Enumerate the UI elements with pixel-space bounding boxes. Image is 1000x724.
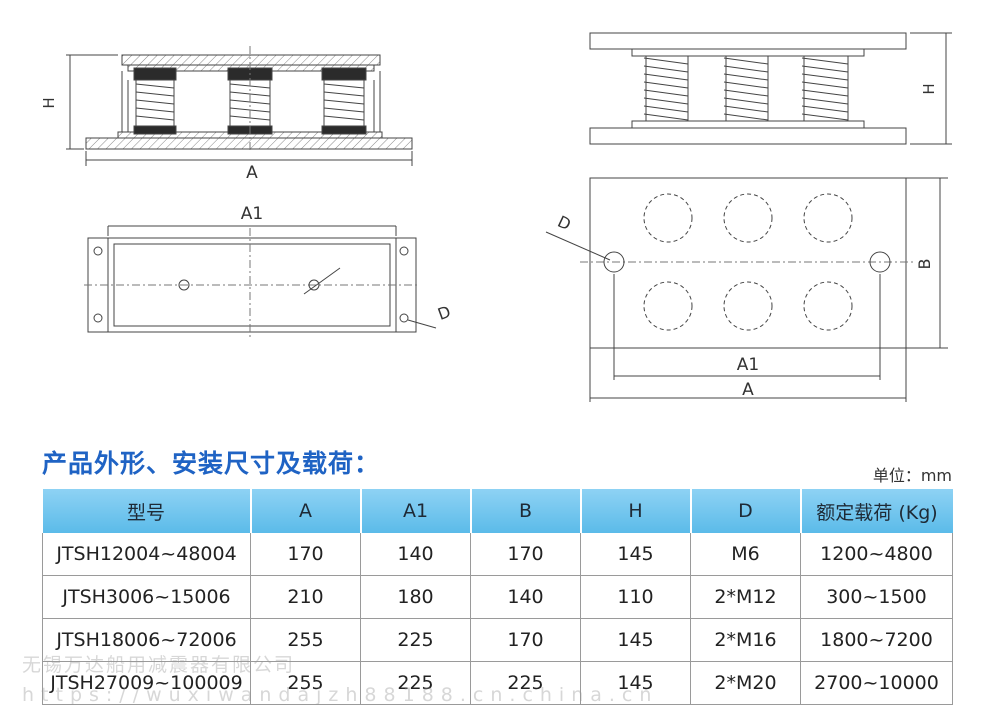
label-h-2: H — [920, 83, 938, 94]
table-row: JTSH3006~15006 210 180 140 110 2*M12 300… — [42, 575, 953, 619]
header-d: D — [690, 489, 802, 533]
cell-rated-load: 1200~4800 — [800, 533, 953, 576]
header-b: B — [470, 489, 582, 533]
header-h: H — [580, 489, 692, 533]
cell-b: 225 — [470, 661, 581, 705]
top-plan-drawing — [545, 177, 948, 402]
header-a1: A1 — [360, 489, 472, 533]
header-rated-load: 额定载荷 (Kg) — [800, 489, 953, 533]
label-d-2: D — [555, 212, 574, 234]
cell-a: 210 — [250, 575, 361, 619]
side-elevation-drawing — [589, 32, 952, 145]
cell-rated-load: 1800~7200 — [800, 618, 953, 662]
unit-note: 单位：mm — [872, 466, 952, 485]
table-row: JTSH18006~72006 255 225 170 145 2*M16 18… — [42, 618, 953, 662]
cell-a1: 180 — [360, 575, 471, 619]
elevation-spring-1 — [643, 56, 689, 121]
cell-a1: 225 — [360, 618, 471, 662]
label-a1-1: A1 — [241, 204, 263, 224]
cell-h: 145 — [580, 661, 691, 705]
cell-d: M6 — [690, 533, 801, 576]
cell-h: 145 — [580, 618, 691, 662]
cell-b: 170 — [470, 533, 581, 576]
label-h-1: H — [40, 97, 58, 108]
cell-d: 2*M16 — [690, 618, 801, 662]
label-b: B — [915, 259, 934, 270]
technical-drawings: H A H — [40, 32, 952, 402]
label-a1-2: A1 — [737, 355, 759, 375]
label-a-1: A — [246, 163, 258, 183]
header-model: 型号 — [42, 489, 252, 533]
cell-rated-load: 2700~10000 — [800, 661, 953, 705]
front-section-drawing — [66, 46, 413, 166]
label-d-1: D — [435, 302, 453, 324]
cell-d: 2*M20 — [690, 661, 801, 705]
cell-a1: 140 — [360, 533, 471, 576]
elevation-spring-3 — [801, 56, 849, 121]
base-plan-drawing — [84, 225, 437, 338]
section-title: 产品外形、安装尺寸及载荷： — [42, 449, 381, 478]
cell-a1: 225 — [360, 661, 471, 705]
cell-a: 255 — [250, 618, 361, 662]
table-row: JTSH27009~100009 255 225 225 145 2*M20 2… — [42, 661, 953, 705]
cell-a: 170 — [250, 533, 361, 576]
cell-h: 145 — [580, 533, 691, 576]
spec-table: 型号 A A1 B H D 额定载荷 (Kg) JTSH12004~48004 … — [42, 489, 953, 705]
cell-b: 140 — [470, 575, 581, 619]
section-spring-3 — [321, 67, 367, 135]
cell-d: 2*M12 — [690, 575, 801, 619]
cell-h: 110 — [580, 575, 691, 619]
table-header-row: 型号 A A1 B H D 额定载荷 (Kg) — [42, 489, 953, 533]
label-a-2: A — [742, 380, 754, 400]
table-row: JTSH12004~48004 170 140 170 145 M6 1200~… — [42, 533, 953, 576]
elevation-spring-2 — [723, 56, 769, 121]
cell-model: JTSH3006~15006 — [42, 575, 251, 619]
cell-model: JTSH27009~100009 — [42, 661, 251, 705]
cell-model: JTSH12004~48004 — [42, 533, 251, 576]
cell-rated-load: 300~1500 — [800, 575, 953, 619]
cell-model: JTSH18006~72006 — [42, 618, 251, 662]
section-spring-1 — [133, 67, 177, 135]
cell-a: 255 — [250, 661, 361, 705]
cell-b: 170 — [470, 618, 581, 662]
header-a: A — [250, 489, 362, 533]
